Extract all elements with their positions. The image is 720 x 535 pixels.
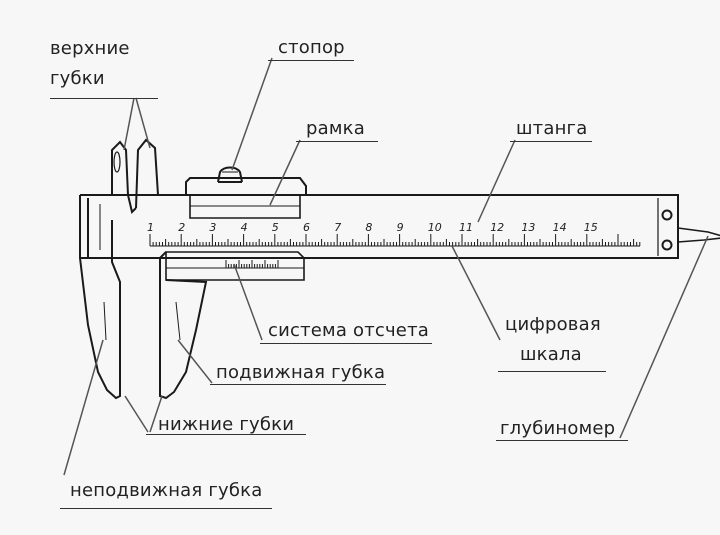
scale-number: 12 [490, 221, 504, 234]
bar-underline [510, 141, 592, 142]
scale-number: 3 [209, 221, 216, 234]
reading-system-label: система отсчета [268, 320, 430, 341]
upper-jaws-label-line1: верхние [50, 38, 130, 59]
lower-jaws-label: нижние губки [158, 414, 295, 435]
movable-jaw-underline [210, 384, 386, 385]
movable-jaw-label: подвижная губка [216, 362, 386, 383]
bar-label: штанга [516, 118, 588, 139]
upper-jaws-underline [50, 98, 158, 99]
scale-number: 14 [553, 221, 567, 234]
digital-scale-underline [498, 371, 606, 372]
scale-number: 4 [241, 221, 248, 234]
fixed-jaw-underline [60, 508, 272, 509]
vernier-ticks [225, 260, 279, 268]
depth-gauge-underline [496, 440, 628, 441]
scale-number: 9 [397, 221, 404, 234]
scale-number: 5 [272, 221, 279, 234]
depth-gauge-label: глубиномер [500, 418, 616, 439]
leader-lines [63, 57, 709, 476]
lower-jaws-underline [146, 434, 306, 435]
frame-slider-shape [127, 138, 307, 400]
scale-number: 8 [365, 221, 372, 234]
reading-system-underline [260, 343, 432, 344]
main-scale-ticks [149, 234, 641, 246]
scale-number: 11 [459, 221, 473, 234]
bar-body [80, 194, 720, 259]
stopper-underline [268, 60, 354, 61]
digital-scale-label-line2: шкала [520, 344, 582, 365]
frame-label: рамка [306, 118, 365, 139]
scale-number: 6 [303, 221, 310, 234]
upper-jaws-label-line2: губки [50, 68, 105, 89]
digital-scale-label-line1: цифровая [505, 314, 601, 335]
scale-number: 2 [178, 221, 185, 234]
scale-number: 15 [584, 221, 598, 234]
fixed-jaw-shape [79, 140, 160, 400]
scale-number: 13 [521, 221, 535, 234]
stopper-label: стопор [278, 37, 345, 58]
scale-number: 7 [334, 221, 341, 234]
fixed-jaw-label: неподвижная губка [70, 480, 263, 501]
scale-number: 10 [428, 221, 442, 234]
scale-number: 1 [147, 221, 154, 234]
frame-underline [296, 141, 378, 142]
